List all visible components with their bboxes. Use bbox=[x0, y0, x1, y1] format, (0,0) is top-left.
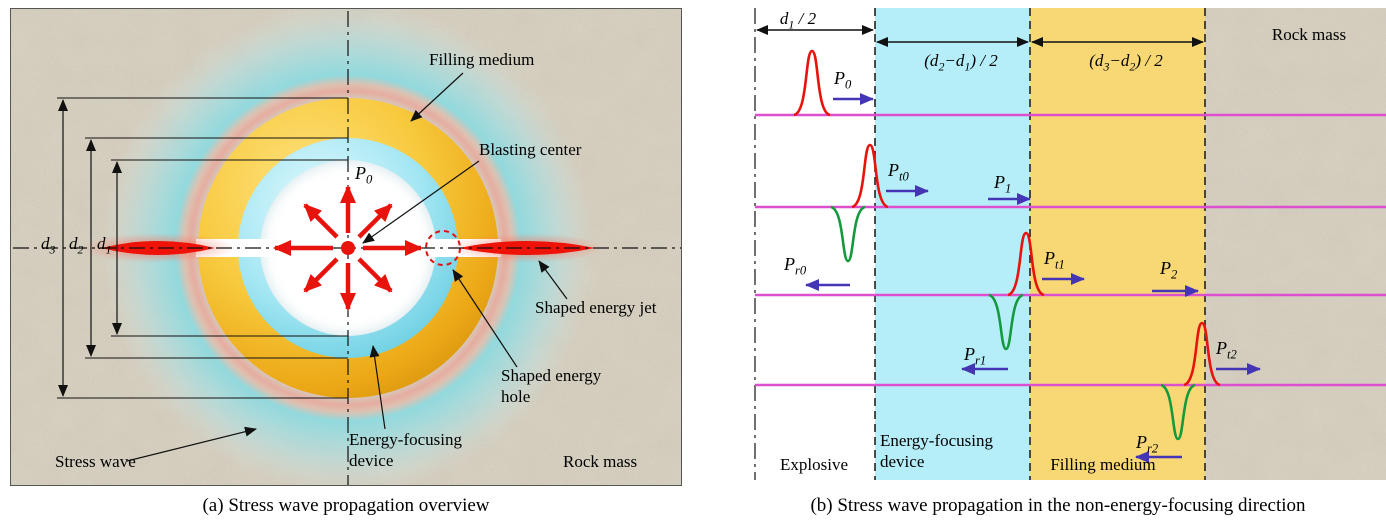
caption-panel-a: (a) Stress wave propagation overview bbox=[202, 495, 490, 516]
zone-rock-mass bbox=[1205, 8, 1386, 480]
zone-boundaries bbox=[874, 8, 1206, 480]
label-stress-wave: Stress wave bbox=[55, 452, 136, 471]
panel-a-stress-wave-overview: Filling medium Blasting center P0 Shaped… bbox=[10, 8, 682, 486]
zone-label-energy-focusing-line2: device bbox=[880, 452, 925, 471]
rock-zone-texture bbox=[1205, 8, 1386, 480]
dimension-arrows bbox=[756, 25, 1204, 47]
label-d3: d3 bbox=[41, 234, 56, 257]
dim-label-d2-minus-d1-half: (d2−d1) / 2 bbox=[924, 51, 998, 74]
label-blasting-center: Blasting center bbox=[479, 140, 582, 159]
incident-pulses bbox=[793, 49, 1221, 387]
label-p0: P0 bbox=[355, 163, 373, 187]
zone-label-energy-focusing-line1: Energy-focusing bbox=[880, 431, 993, 450]
label-energy-focusing-device: Energy-focusing device bbox=[349, 429, 462, 471]
wave-label-pr2: Pr2 bbox=[1136, 432, 1159, 456]
wave-label-pr0: Pr0 bbox=[784, 254, 807, 278]
wave-label-p0: P0 bbox=[834, 68, 852, 92]
dim-label-d1-half: d1 / 2 bbox=[779, 9, 817, 32]
label-shaped-energy-hole: Shaped energy hole bbox=[501, 365, 601, 407]
label-rock-mass-a: Rock mass bbox=[563, 452, 638, 471]
wave-label-pt0: Pt0 bbox=[888, 160, 909, 184]
wave-label-p1: P1 bbox=[994, 172, 1012, 196]
panel-a-annotations bbox=[13, 11, 681, 485]
label-shaped-energy-hole-line2: hole bbox=[501, 387, 531, 406]
blast-center-arrows bbox=[273, 185, 423, 311]
label-shaped-energy-jet: Shaped energy jet bbox=[535, 298, 657, 317]
dimension-lines bbox=[57, 97, 348, 399]
zone-filling-medium bbox=[1030, 8, 1205, 480]
wave-label-pt2: Pt2 bbox=[1216, 338, 1237, 362]
wave-paths bbox=[755, 113, 1386, 387]
label-filling-medium: Filling medium bbox=[429, 50, 535, 69]
dim-label-d3-minus-d2-half: (d3−d2) / 2 bbox=[1089, 51, 1163, 74]
wave-label-pr1: Pr1 bbox=[964, 344, 987, 368]
label-d2: d2 bbox=[69, 234, 84, 257]
label-energy-focusing-line2: device bbox=[349, 451, 394, 470]
reflected-pulses bbox=[830, 205, 1196, 441]
caption-panel-b: (b) Stress wave propagation in the non-e… bbox=[810, 495, 1306, 516]
zone-label-filling-medium: Filling medium bbox=[1050, 455, 1156, 474]
label-rock-mass-b: Rock mass bbox=[1271, 25, 1347, 44]
leader-arrows bbox=[126, 72, 568, 462]
label-shaped-energy-hole-line1: Shaped energy bbox=[501, 366, 602, 385]
direction-arrows bbox=[805, 93, 1261, 463]
zone-label-energy-focusing-device: Energy-focusing device bbox=[880, 430, 993, 472]
zone-label-explosive: Explosive bbox=[780, 455, 848, 474]
label-d1: d1 bbox=[97, 234, 112, 257]
label-energy-focusing-line1: Energy-focusing bbox=[349, 430, 462, 449]
wave-label-pt1: Pt1 bbox=[1044, 248, 1065, 272]
wave-label-p2: P2 bbox=[1160, 258, 1178, 282]
panel-b-annotations bbox=[754, 8, 1386, 480]
panel-b-wave-propagation: d1 / 2 (d2−d1) / 2 (d3−d2) / 2 Rock mass… bbox=[730, 8, 1386, 480]
zone-energy-focusing-device bbox=[875, 8, 1030, 480]
